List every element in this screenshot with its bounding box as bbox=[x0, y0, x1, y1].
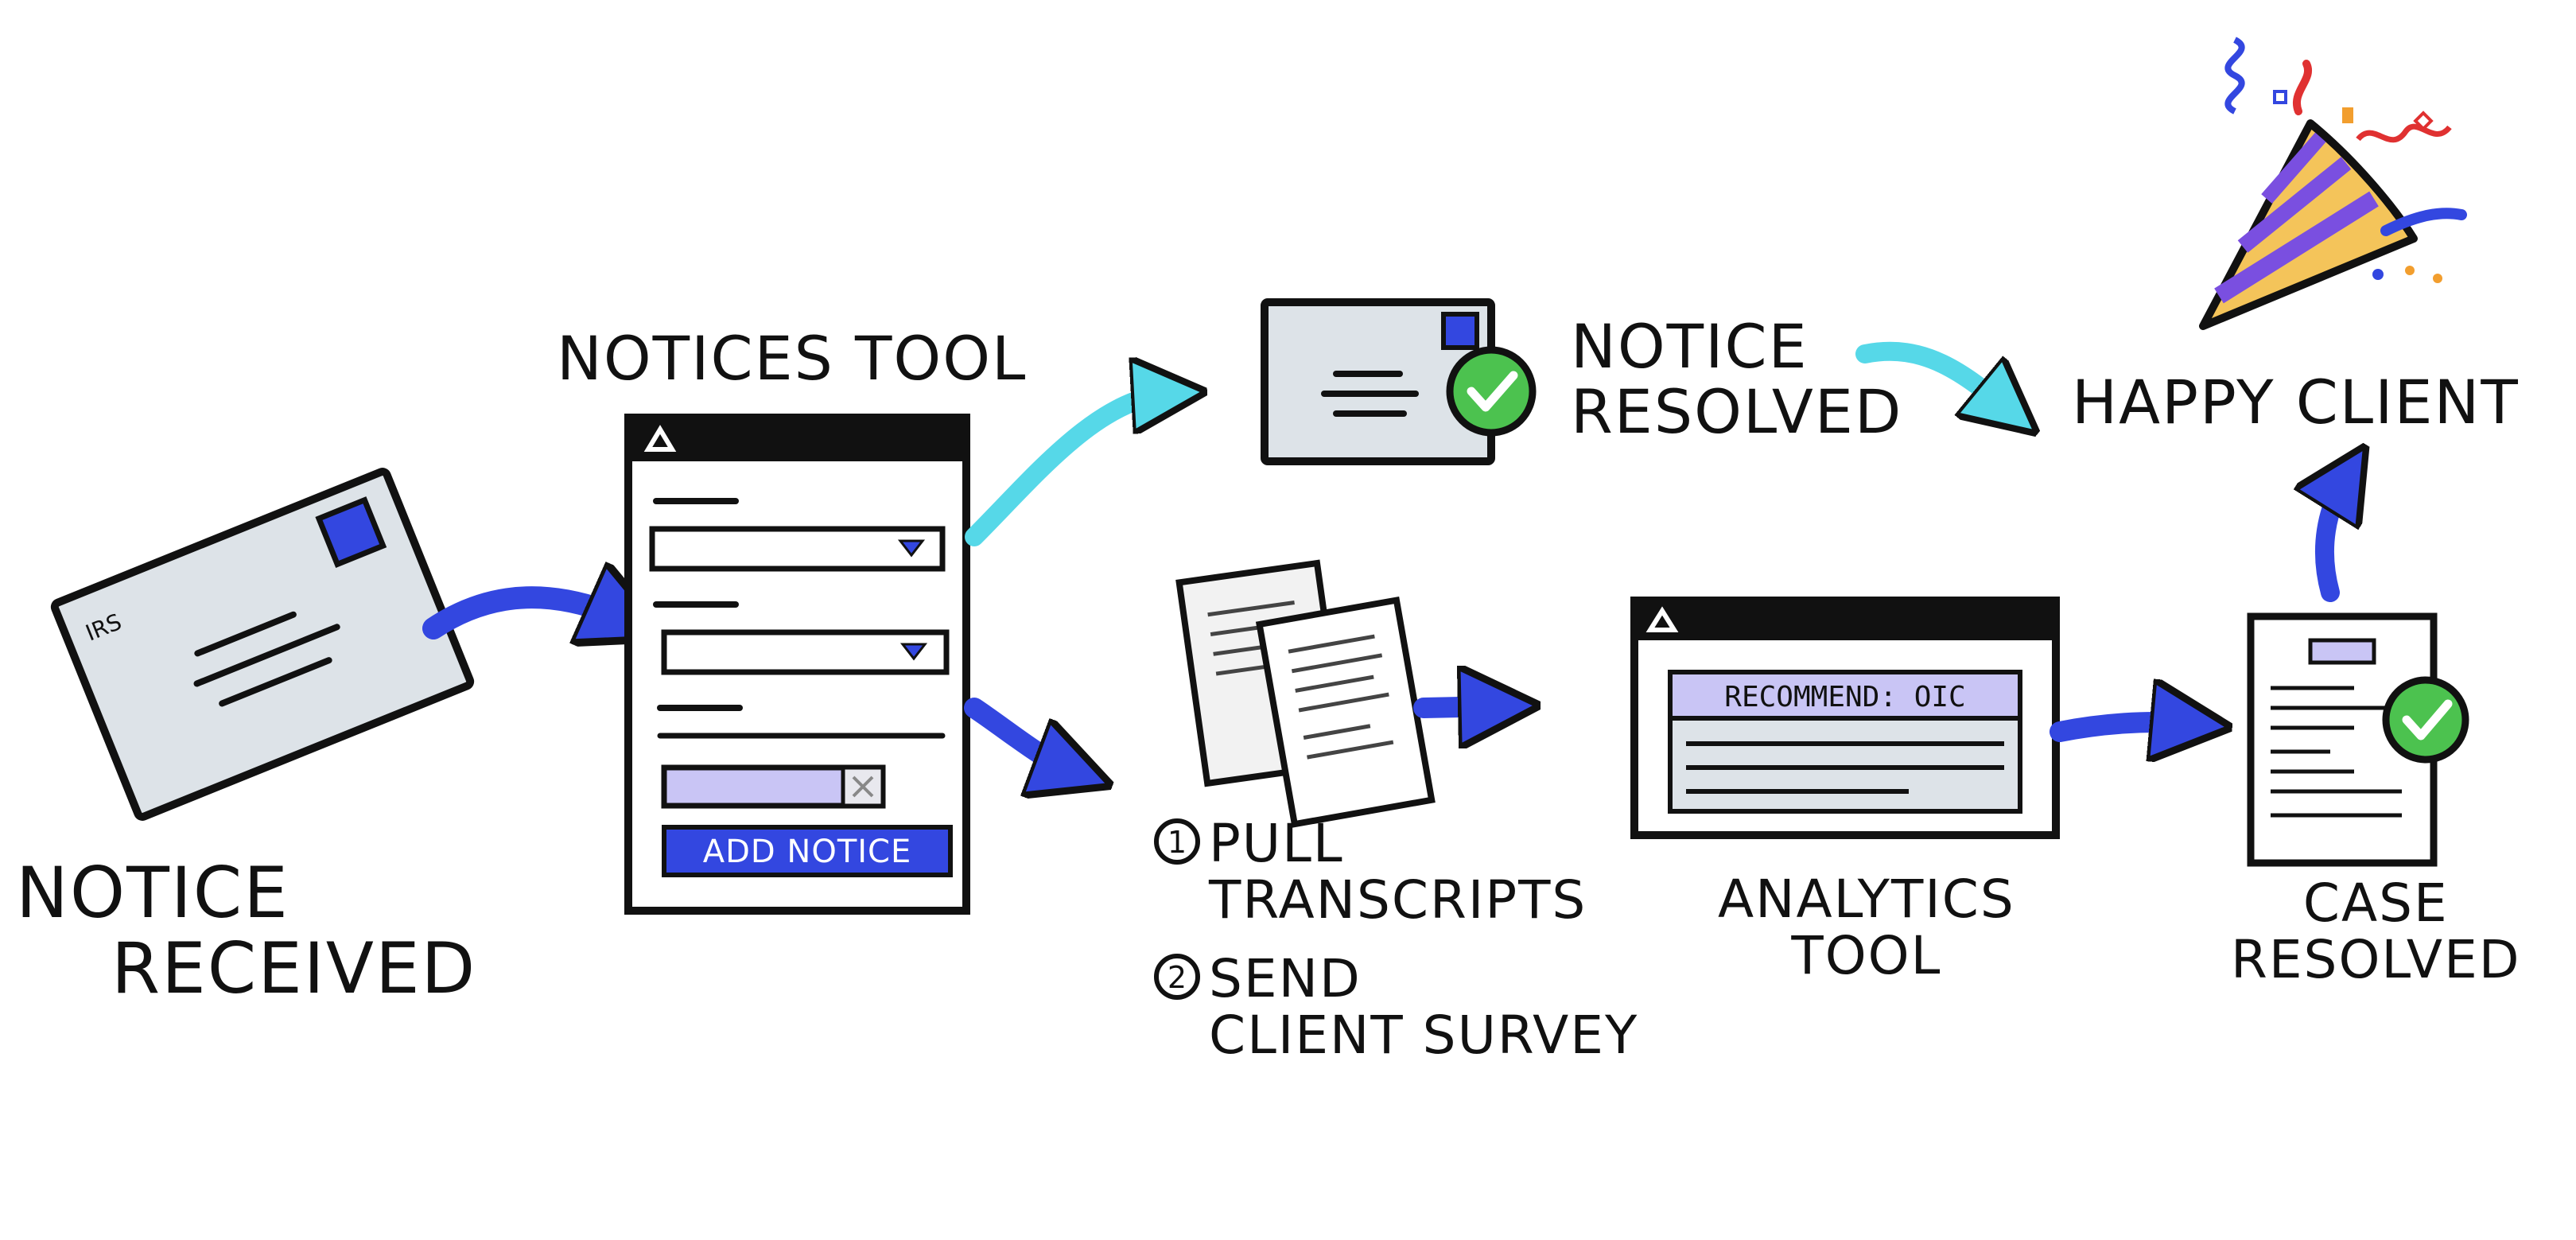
svg-text:2: 2 bbox=[1168, 960, 1187, 995]
notices-tool-title: NOTICES TOOL bbox=[557, 323, 1028, 394]
arrow-to-notices-tool bbox=[422, 597, 628, 628]
add-notice-button bbox=[662, 825, 953, 877]
app-logo-icon bbox=[1645, 606, 1679, 632]
notice-resolved-line-1: NOTICE bbox=[1571, 311, 1809, 382]
step-1-line-1: PULL bbox=[1209, 813, 1344, 874]
party-popper-icon bbox=[2199, 37, 2467, 330]
happy-client-label: HAPPY CLIENT bbox=[2072, 367, 2520, 437]
step-2-line-2: CLIENT SURVEY bbox=[1209, 1005, 1639, 1067]
svg-text:1: 1 bbox=[1168, 825, 1187, 860]
notice-received-line-2: RECEIVED bbox=[111, 927, 477, 1010]
case-resolved-line-1: CASE bbox=[2302, 873, 2449, 934]
analytics-tool-window: RECOMMEND: OIC bbox=[1630, 597, 2060, 839]
arrow-to-happy-client bbox=[1855, 341, 2008, 410]
notice-received-label: NOTICE RECEIVED bbox=[16, 855, 476, 1006]
analytics-tool-line-2: TOOL bbox=[1791, 925, 1942, 987]
arrow-to-case-resolved bbox=[2050, 722, 2191, 732]
recommendation-text: RECOMMEND: OIC bbox=[1724, 681, 1965, 713]
step-1-label: PULL TRANSCRIPTS bbox=[1209, 815, 1587, 929]
dropdown-1 bbox=[649, 526, 946, 572]
case-resolved-line-2: RESOLVED bbox=[2231, 929, 2521, 991]
chevron-down-icon bbox=[899, 643, 928, 661]
notices-tool-label: NOTICES TOOL bbox=[557, 323, 1028, 394]
analytics-tool-line-1: ANALYTICS bbox=[1718, 869, 2015, 930]
check-icon bbox=[1446, 346, 1537, 437]
notice-envelope-icon: IRS bbox=[50, 468, 475, 821]
arrow-up-to-happy-client bbox=[2325, 477, 2346, 602]
step-2-line-1: SEND bbox=[1209, 948, 1362, 1009]
arrow-to-analytics-tool bbox=[1413, 706, 1499, 708]
arrow-to-notice-resolved bbox=[965, 394, 1169, 546]
case-document-icon bbox=[2247, 612, 2438, 867]
app-logo-icon bbox=[643, 425, 677, 452]
add-notice-button-label: ADD NOTICE bbox=[703, 834, 912, 870]
step-2-label: SEND CLIENT SURVEY bbox=[1209, 950, 1638, 1064]
chevron-down-icon bbox=[897, 539, 926, 558]
check-icon bbox=[2382, 676, 2469, 764]
notices-tool-window: ADD NOTICE bbox=[624, 414, 970, 915]
step-1-line-2: TRANSCRIPTS bbox=[1209, 869, 1587, 931]
transcripts-icon bbox=[1175, 559, 1436, 828]
notice-received-line-1: NOTICE bbox=[16, 852, 289, 934]
notice-resolved-label: NOTICE RESOLVED bbox=[1571, 311, 1903, 448]
recommendation-tag bbox=[1668, 670, 2022, 721]
notice-resolved-line-2: RESOLVED bbox=[1571, 376, 1903, 448]
step-1-badge: 1 bbox=[1154, 818, 1200, 865]
step-2-badge: 2 bbox=[1154, 954, 1200, 1000]
happy-client-text: HAPPY CLIENT bbox=[2072, 367, 2520, 437]
case-resolved-label: CASE RESOLVED bbox=[2231, 875, 2521, 989]
arrow-to-transcripts bbox=[964, 698, 1074, 772]
analytics-tool-label: ANALYTICS TOOL bbox=[1718, 871, 2015, 985]
dropdown-2 bbox=[661, 629, 950, 675]
